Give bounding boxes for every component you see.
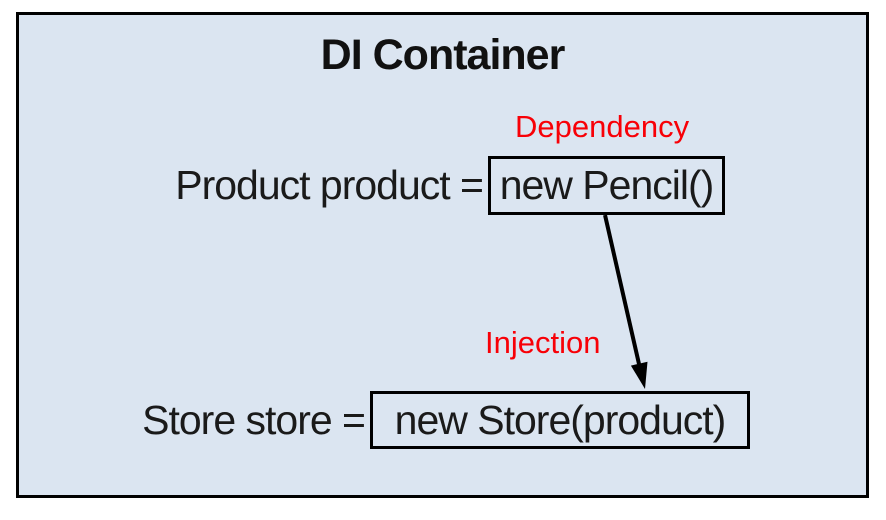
- diagram-title: DI Container: [320, 31, 566, 79]
- product-assignment-text: Product product =: [175, 162, 484, 208]
- new-pencil-box: new Pencil(): [488, 156, 725, 215]
- dependency-label: Dependency: [515, 109, 690, 144]
- di-container-frame: DI Container Dependency Product product …: [16, 12, 869, 498]
- injection-label: Injection: [485, 325, 601, 360]
- store-assignment-text: Store store =: [142, 397, 366, 443]
- new-store-box: new Store(product): [370, 391, 750, 449]
